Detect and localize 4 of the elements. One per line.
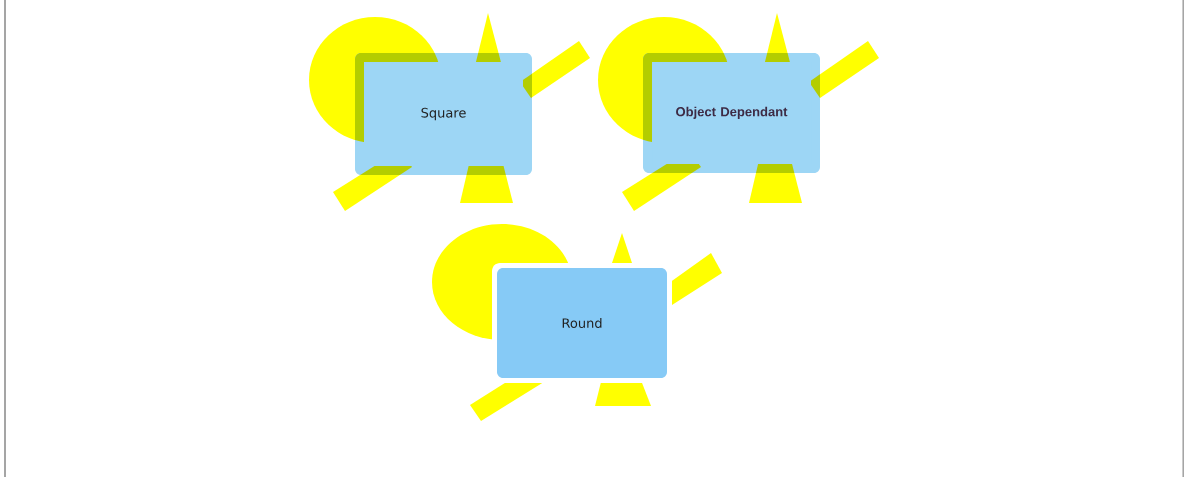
- node-label: Round: [562, 317, 602, 329]
- process-box: Square: [355, 53, 532, 175]
- process-box: Object Dependant: [643, 53, 820, 173]
- process-box: Round: [492, 263, 672, 383]
